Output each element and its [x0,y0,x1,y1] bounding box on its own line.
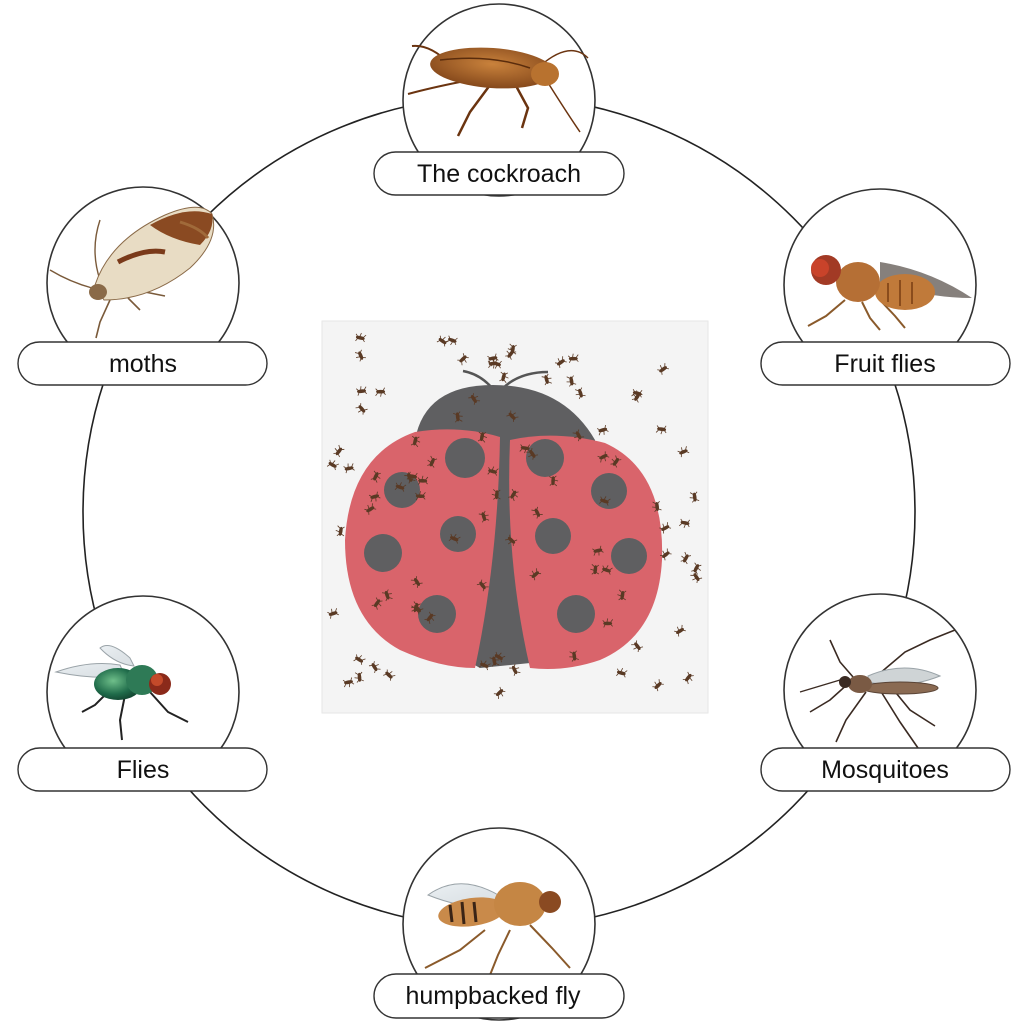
ladybug-sticky-trap-icon [321,320,709,714]
pill-moths: moths [17,341,268,386]
label-moths: moths [109,350,177,378]
flies-bubble [46,595,240,789]
pill-flies: Flies [17,747,268,792]
mosquitoes-bubble [783,593,977,787]
pill-mosquitoes: Mosquitoes [760,747,1011,792]
humpbacked-fly-bubble [402,827,596,1021]
pill-humpbacked-fly: humpbacked fly [373,973,625,1019]
cockroach-bubble [402,3,596,197]
moths-bubble [46,186,240,380]
pill-cockroach: The cockroach [373,151,625,196]
moth-icon [49,206,215,339]
label-fruit-flies: Fruit flies [834,350,935,378]
housefly-icon [54,645,189,741]
mosquito-icon [799,629,956,749]
label-cockroach: The cockroach [417,160,581,188]
fruit-flies-bubble [783,188,977,382]
label-flies: Flies [117,756,170,784]
fruit-fly-icon [807,255,972,331]
cockroach-icon [407,44,589,137]
label-mosquitoes: Mosquitoes [821,756,949,784]
label-humpbacked-fly: humpbacked fly [405,982,581,1010]
humpbacked-fly-icon [424,882,571,976]
pill-fruit-flies: Fruit flies [760,341,1011,386]
